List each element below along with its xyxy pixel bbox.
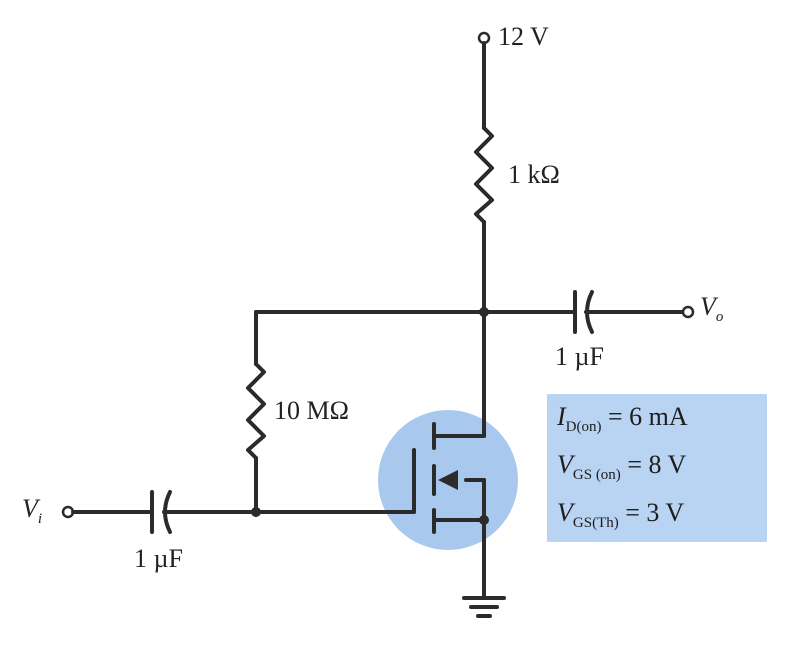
parameter-subscript: D(on) [565,419,602,435]
parameter-value: = 3 V [625,498,685,527]
parameter-vgs-th: VGS(Th) = 3 V [557,498,684,532]
parameter-symbol: I [557,402,566,431]
junction-gate-node [251,507,261,517]
drain-resistor-label: 1 kΩ [508,160,560,189]
parameter-subscript: GS (on) [572,467,621,483]
output-capacitor-label: 1 µF [555,342,604,371]
output-terminal-label: Vo [700,292,723,326]
parameter-box: ID(on) = 6 mA VGS (on) = 8 V VGS(Th) = 3… [547,394,767,542]
supply-label: 12 V [498,22,549,51]
mosfet-body-arrow [438,470,458,490]
parameter-value: = 6 mA [608,402,688,431]
input-terminal-subscript: i [37,511,43,527]
output-terminal [681,305,695,319]
input-capacitor-label: 1 µF [134,544,183,573]
input-terminal-label: Vi [22,494,42,528]
drain-resistor [474,126,494,224]
parameter-subscript: GS(Th) [572,515,619,531]
feedback-resistor-label: 10 MΩ [274,396,349,425]
output-terminal-symbol: V [700,292,716,321]
parameter-id-on: ID(on) = 6 mA [557,402,688,436]
junction-drain-node [479,307,489,317]
output-terminal-subscript: o [715,309,724,325]
parameter-value: = 8 V [627,450,687,479]
parameter-symbol: V [557,498,573,527]
junction-source-node [479,515,489,525]
parameter-symbol: V [557,450,573,479]
feedback-resistor [246,362,266,460]
parameter-vgs-on: VGS (on) = 8 V [557,450,686,484]
input-terminal-symbol: V [22,494,38,523]
